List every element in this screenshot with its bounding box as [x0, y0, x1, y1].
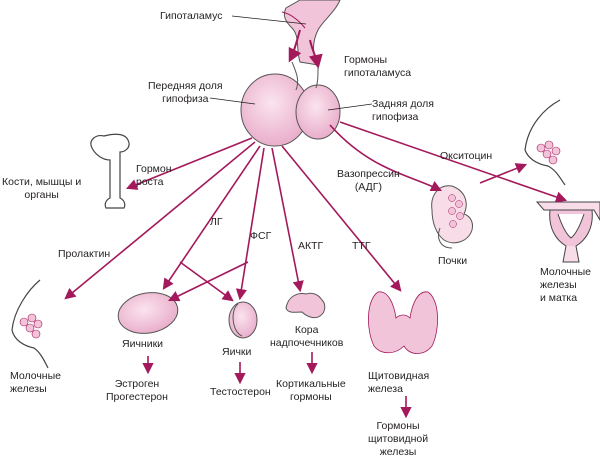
label-mammary-glands: Молочные железы [10, 370, 61, 395]
uterus-illustration [535, 201, 600, 263]
arrow-growth-hormone [125, 137, 253, 190]
pituitary-illustration [209, 61, 373, 147]
arrow-oxytocin [339, 121, 568, 203]
label-anterior-pituitary: Передняя доля гипофиза [148, 80, 223, 105]
hormone-arrows [64, 121, 568, 419]
breast-top-illustration [524, 99, 566, 186]
label-estrogen-progesterone: Эстроген Прогестерон [106, 378, 168, 403]
label-hypothalamus: Гипоталамус [160, 10, 223, 22]
label-growth-hormone: Гормон роста [136, 163, 172, 188]
breast-bottom-illustration [11, 279, 49, 369]
hypothalamus-illustration [231, 0, 341, 69]
bone-illustration [90, 133, 130, 209]
label-lh: ЛГ [210, 216, 223, 228]
label-adrenal-cortex: Кора надпочечников [270, 324, 344, 349]
label-thyroid-hormones: Гормоны щитовидной железы [368, 420, 429, 458]
label-kidneys: Почки [438, 255, 468, 267]
label-tsh: ТТГ [352, 240, 371, 252]
kidney-illustration [431, 185, 473, 249]
arrow-prolactin [64, 141, 256, 300]
label-oxytocin: Окситоцин [440, 150, 493, 162]
label-prolactin: Пролактин [58, 248, 111, 260]
arrow-lh-ovary [162, 145, 261, 290]
arrow-vasopressin [329, 124, 443, 192]
arrow-tsh [281, 145, 402, 292]
arrow-fsh-testis [235, 147, 265, 301]
arrow-oxytocin-breast [479, 163, 528, 184]
adrenal-illustration [285, 292, 326, 319]
label-bones-organs: Кости, мышцы и органы [2, 176, 82, 201]
thyroid-illustration [368, 291, 438, 354]
label-testosterone: Тестостерон [210, 386, 271, 398]
label-posterior-pituitary: Задняя доля гипофиза [372, 98, 434, 123]
label-hypothalamic-hormones: Гормоны гипоталамуса [344, 54, 412, 79]
label-fsh: ФСГ [250, 230, 272, 242]
arrow-fsh-ovary [167, 261, 249, 302]
label-thyroid: Щитовидная железа [368, 370, 430, 395]
label-corticosteroids: Кортикальные гормоны [276, 378, 346, 403]
label-testes: Яички [222, 346, 252, 358]
label-ovaries: Яичники [122, 338, 164, 350]
arrow-lh-testis [179, 261, 234, 302]
label-acth: АКТГ [298, 240, 324, 252]
label-vasopressin: Вазопрессин (АДГ) [337, 168, 400, 193]
arrow-acth [271, 147, 304, 293]
ovary-illustration [117, 292, 179, 334]
label-mammary-uterus: Молочные железы и матка [540, 266, 591, 304]
testis-illustration [228, 301, 258, 339]
